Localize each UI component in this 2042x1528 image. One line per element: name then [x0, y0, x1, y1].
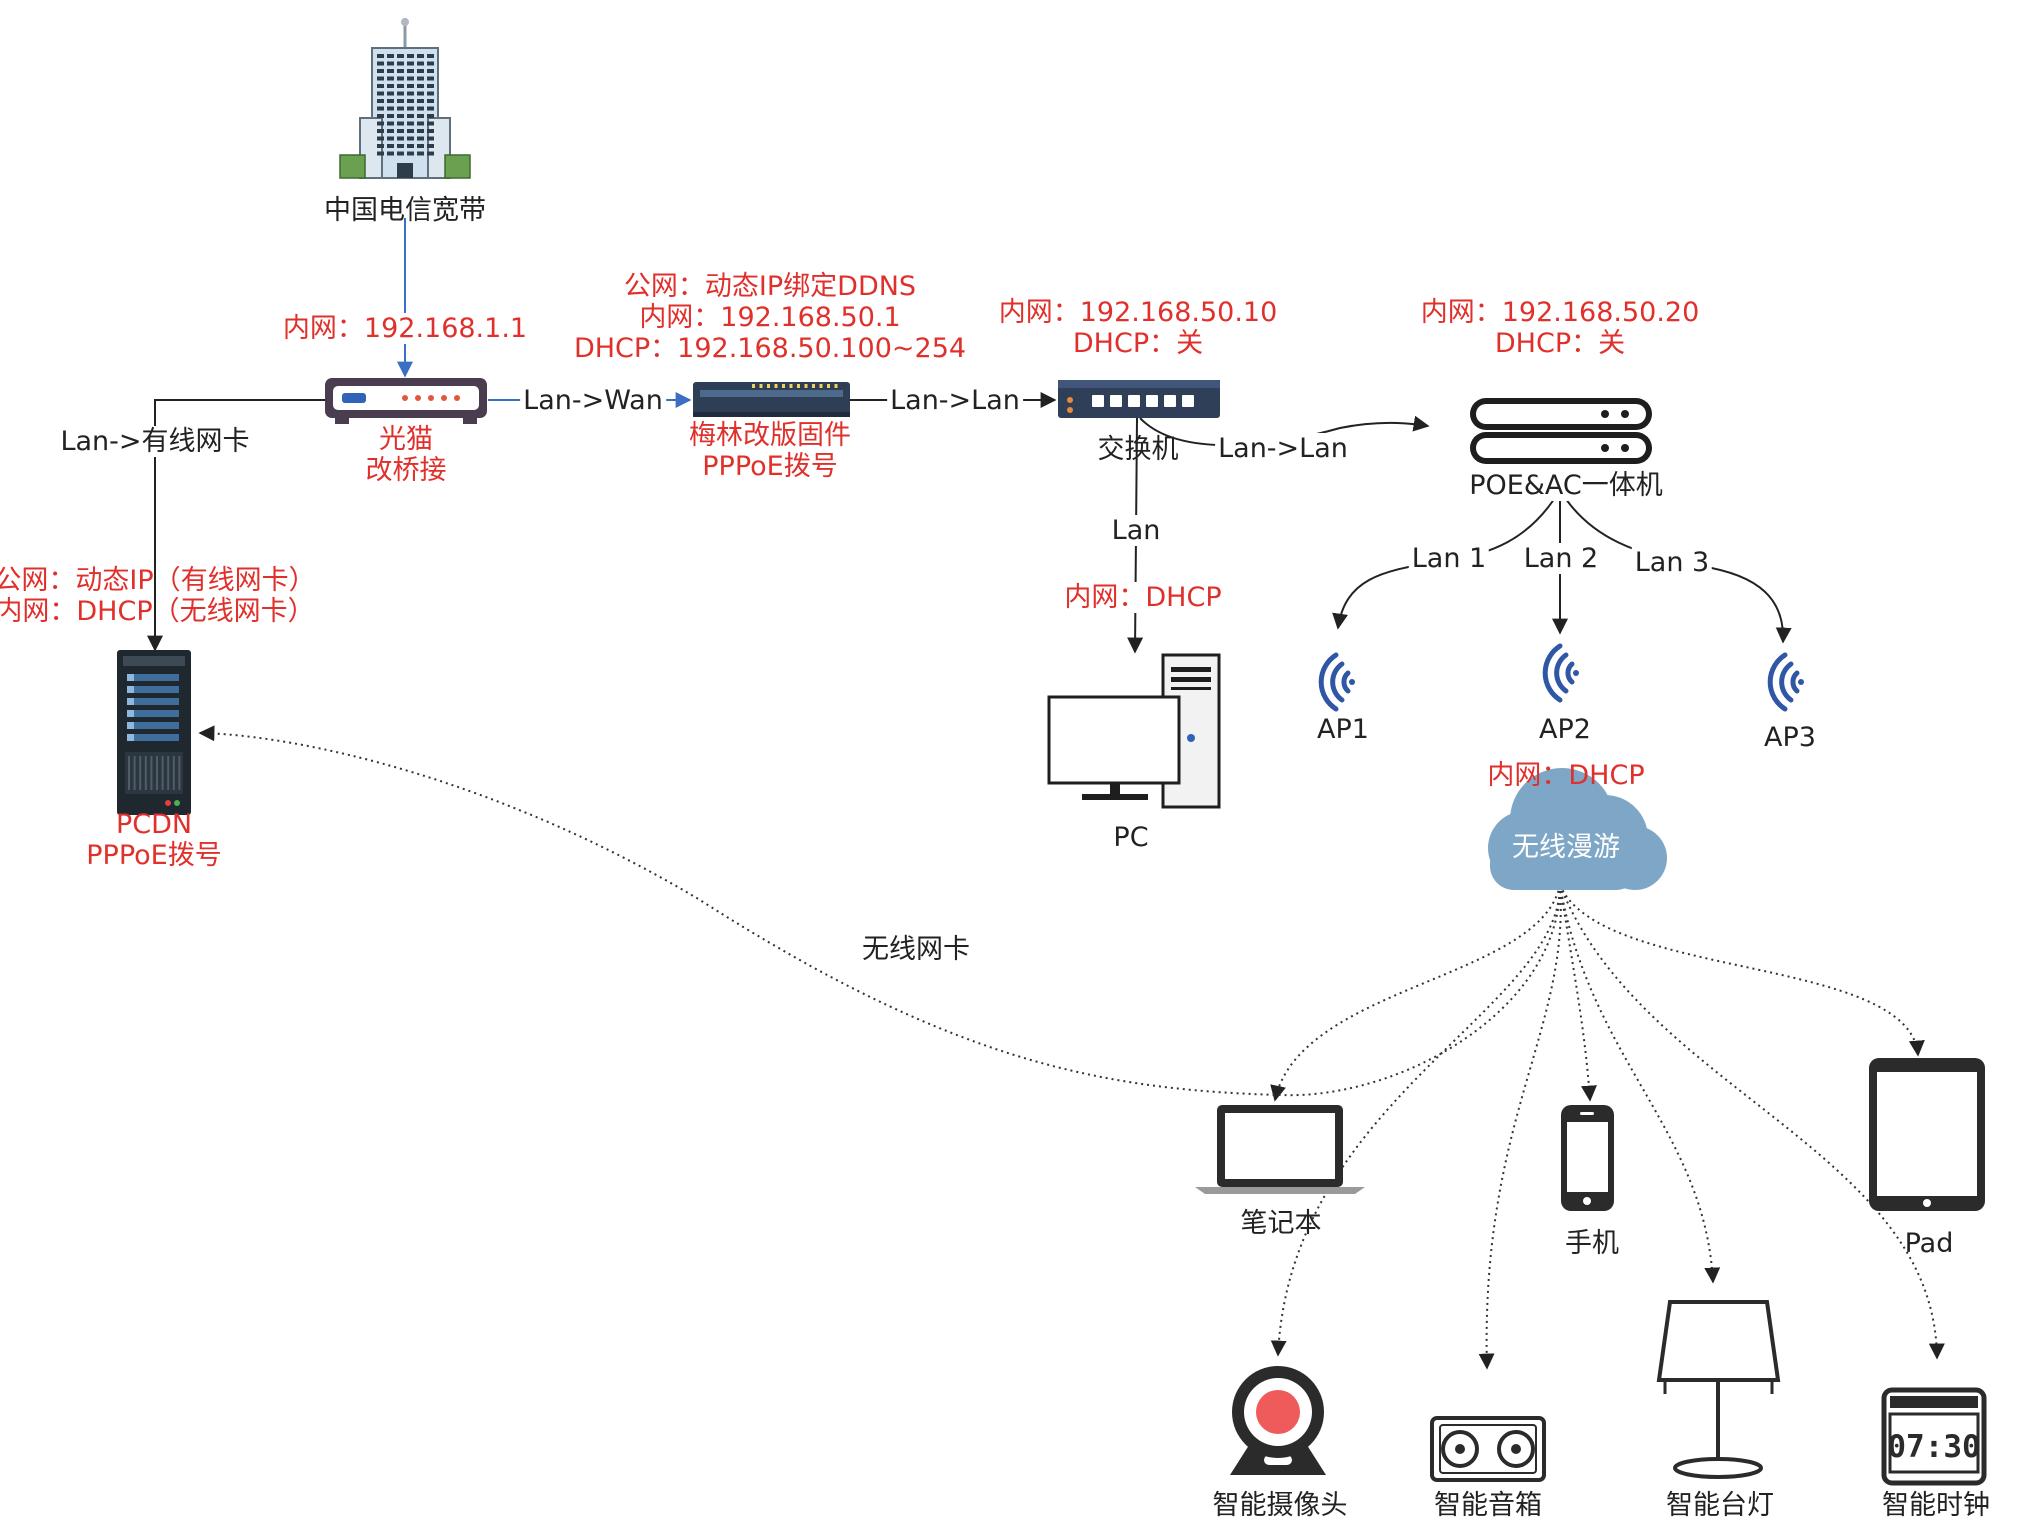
- modem-label-line1: 光猫: [379, 424, 433, 455]
- edge-label-switch-pc: Lan: [1108, 515, 1164, 546]
- poe-ac-label: POE&AC一体机: [1466, 470, 1666, 501]
- ap1-label: AP1: [1317, 714, 1369, 745]
- poe-ac-icon: [1470, 398, 1652, 464]
- laptop-label: 笔记本: [1240, 1208, 1322, 1239]
- ap2-icon: [1542, 643, 1579, 703]
- edge-label-wireless-pcdn: 无线网卡: [859, 934, 973, 965]
- edge-label-lan3: Lan 3: [1631, 547, 1713, 578]
- camera-icon: [1230, 1366, 1326, 1475]
- modem-label: 光猫 改桥接: [366, 424, 447, 486]
- clock-icon: 07:30: [1881, 1387, 1987, 1486]
- edge-switch-poe: [1139, 415, 1430, 447]
- switch-note: 内网：192.168.50.10 DHCP：关: [999, 297, 1278, 359]
- cloud-icon: [1488, 768, 1667, 890]
- lamp-label: 智能台灯: [1666, 1490, 1774, 1521]
- cloud-note: 内网：DHCP: [1487, 760, 1645, 791]
- speaker-icon: [1430, 1416, 1546, 1482]
- poe-ac-note: 内网：192.168.50.20 DHCP：关: [1421, 297, 1700, 359]
- clock-label: 智能时钟: [1882, 1490, 1990, 1521]
- router-label-line1: 梅林改版固件: [689, 420, 851, 451]
- pcdn-note: 公网：动态IP（有线网卡） 内网：DHCP（无线网卡）: [0, 565, 316, 627]
- router-note-line3: DHCP：192.168.50.100~254: [573, 333, 967, 364]
- server-icon: [117, 650, 191, 815]
- router-note-line2: 内网：192.168.50.1: [639, 302, 901, 333]
- pcdn-note-line2: 内网：DHCP（无线网卡）: [0, 596, 315, 627]
- switch-note-line2: DHCP：关: [1072, 328, 1204, 359]
- clock-display: 07:30: [1887, 1429, 1980, 1465]
- cloud-label: 无线漫游: [1512, 832, 1620, 863]
- wireless-links: [198, 725, 1945, 1370]
- edge-label-modem-pcdn: Lan->有线网卡: [57, 426, 253, 457]
- modem-label-line2: 改桥接: [365, 455, 447, 486]
- pc-label: PC: [1113, 822, 1149, 853]
- tablet-icon: [1869, 1058, 1985, 1211]
- pcdn-label-line1: PCDN: [115, 809, 193, 840]
- pcdn-label: PCDN PPPoE拨号: [86, 809, 221, 871]
- telecom-label: 中国电信宽带: [324, 195, 486, 226]
- pcdn-label-line2: PPPoE拨号: [86, 840, 222, 871]
- router-label-line2: PPPoE拨号: [702, 451, 838, 482]
- lamp-icon: [1656, 1300, 1781, 1479]
- ap3-icon: [1767, 652, 1804, 712]
- edge-modem-pcdn: [147, 399, 325, 652]
- edge-label-router-switch: Lan->Lan: [887, 385, 1023, 416]
- switch-note-line1: 内网：192.168.50.10: [998, 297, 1278, 328]
- camera-label: 智能摄像头: [1212, 1490, 1348, 1521]
- phone-icon: [1561, 1105, 1614, 1211]
- pc-icon: [1047, 653, 1221, 809]
- poe-ac-note-line2: DHCP：关: [1494, 328, 1626, 359]
- router-label: 梅林改版固件 PPPoE拨号: [689, 420, 851, 482]
- ap1-icon: [1318, 652, 1355, 712]
- poe-ac-note-line1: 内网：192.168.50.20: [1420, 297, 1700, 328]
- ap2-label: AP2: [1539, 714, 1591, 745]
- pcdn-note-line1: 公网：动态IP（有线网卡）: [0, 565, 316, 596]
- pc-note: 内网：DHCP: [1061, 582, 1225, 613]
- edge-label-lan1: Lan 1: [1408, 543, 1490, 574]
- laptop-icon: [1195, 1105, 1365, 1194]
- modem-note: 内网：192.168.1.1: [279, 313, 531, 344]
- building-icon: [339, 18, 471, 179]
- switch-icon: [1058, 380, 1220, 418]
- pad-label: Pad: [1904, 1228, 1954, 1259]
- edge-label-lan2: Lan 2: [1520, 543, 1602, 574]
- modem-icon: [325, 378, 487, 424]
- switch-label: 交换机: [1097, 434, 1179, 465]
- router-note-line1: 公网：动态IP绑定DDNS: [623, 271, 917, 302]
- ap3-label: AP3: [1764, 722, 1816, 753]
- router-icon: [693, 382, 850, 417]
- phone-label: 手机: [1565, 1228, 1619, 1259]
- edge-label-modem-router: Lan->Wan: [520, 385, 666, 416]
- edge-label-switch-poe: Lan->Lan: [1215, 433, 1351, 464]
- router-note: 公网：动态IP绑定DDNS 内网：192.168.50.1 DHCP：192.1…: [574, 271, 966, 364]
- speaker-label: 智能音箱: [1434, 1490, 1542, 1521]
